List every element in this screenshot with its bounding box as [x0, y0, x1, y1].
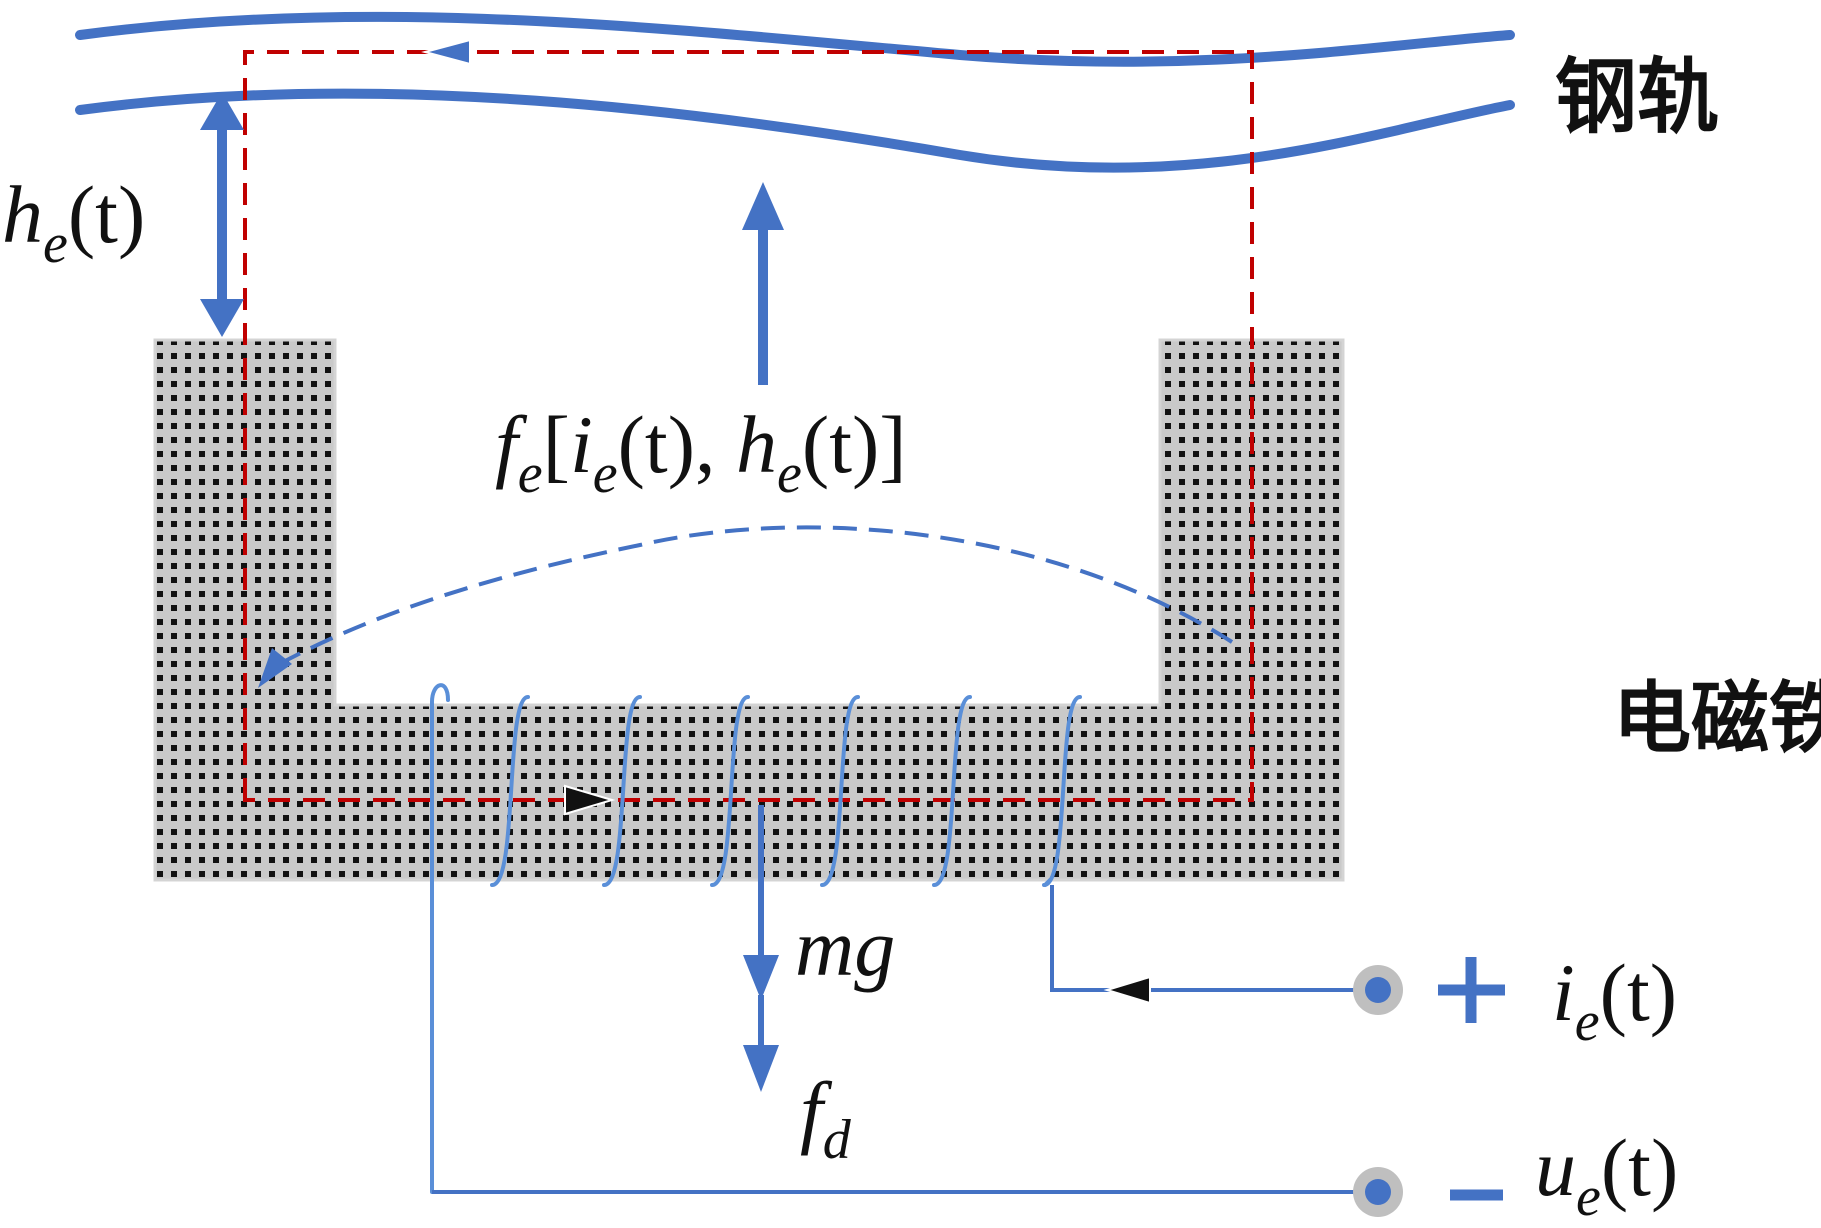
current-direction-arrow-icon: [1103, 975, 1151, 1005]
positive-wire: [1050, 885, 1375, 992]
gap-arrow: [200, 92, 244, 337]
terminal-positive: [1353, 965, 1403, 1015]
rail-top-line: [75, 11, 1515, 67]
current-label: ie(t): [1552, 947, 1677, 1053]
gap-label: he(t): [2, 169, 145, 275]
flux-arrow-bottom-icon: [564, 784, 616, 816]
rail-label: 钢轨: [1555, 50, 1719, 145]
flux-arrow-top-icon: [421, 38, 471, 66]
steel-rail: [75, 11, 1515, 173]
disturbance-arrow-icon: [743, 1045, 779, 1092]
force-arrow-up-icon: [742, 182, 784, 230]
flux-path: [243, 50, 1254, 802]
gap-arrow-up-icon: [200, 92, 244, 130]
plus-sign-icon: +: [1438, 957, 1505, 1023]
gravity-arrow-icon: [743, 955, 779, 1000]
rail-bottom-line: [75, 88, 1515, 173]
flux-loop: [243, 38, 1254, 816]
gravity-arrow: [743, 805, 779, 1000]
gravity-label: mg: [795, 902, 895, 993]
terminal-negative: [1353, 1167, 1403, 1217]
electromagnet-core: [153, 338, 1345, 882]
disturbance-arrow: [743, 995, 779, 1092]
circuit-wires: [432, 885, 1375, 1194]
disturbance-label: fd: [800, 1065, 852, 1171]
force-arrow-up: [742, 182, 784, 385]
leakage-flux-arc: [271, 525, 1234, 670]
leakage-arrow-icon: [258, 648, 292, 688]
force-label: fe[ie(t), he(t)]: [495, 399, 907, 505]
magnet-label: 电磁铁: [1613, 674, 1821, 764]
gap-arrow-down-icon: [200, 299, 244, 337]
coil-winding: [430, 683, 1082, 1194]
minus-sign-icon: –: [1450, 1189, 1503, 1201]
voltage-label: ue(t): [1535, 1122, 1678, 1228]
